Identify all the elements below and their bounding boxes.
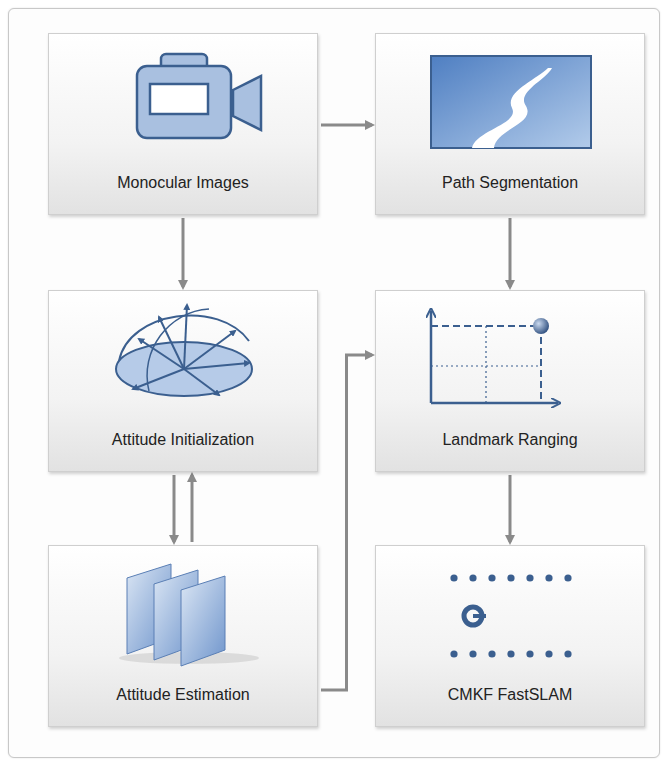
box-label: Landmark Ranging	[442, 430, 577, 449]
process-box: Attitude Initialization	[48, 290, 318, 472]
input-box: Monocular Images	[48, 33, 318, 215]
flow-arrow	[509, 475, 512, 542]
box-label: Attitude Estimation	[116, 685, 249, 704]
flow-arrow	[321, 355, 372, 690]
box-label: Monocular Images	[117, 173, 249, 192]
flow-arrow	[509, 218, 512, 287]
process-box: Landmark Ranging	[375, 290, 645, 472]
flow-arrow	[321, 124, 372, 127]
box-label: CMKF FastSLAM	[448, 685, 572, 704]
box-label: Path Segmentation	[442, 173, 578, 192]
flow-arrow	[182, 218, 185, 287]
flow-arrow	[173, 475, 176, 542]
box-label: Attitude Initialization	[112, 430, 254, 449]
process-box: Path Segmentation	[375, 33, 645, 215]
process-box: Attitude Estimation	[48, 545, 318, 727]
output-box: CMKF FastSLAM	[375, 545, 645, 727]
flow-arrow	[191, 475, 194, 542]
